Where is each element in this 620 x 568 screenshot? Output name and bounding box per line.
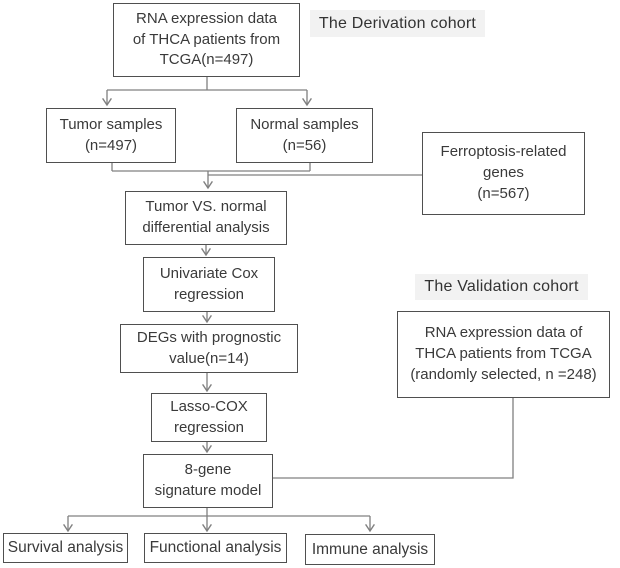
node-degs-prognostic: DEGs with prognostic value(n=14)	[120, 324, 298, 373]
validation-cohort-label: The Validation cohort	[415, 274, 588, 300]
derivation-cohort-label: The Derivation cohort	[310, 10, 485, 37]
node-univariate-cox: Univariate Cox regression	[143, 257, 275, 312]
node-rna-expression-validation: RNA expression data of THCA patients fro…	[397, 311, 610, 398]
node-lasso-cox: Lasso-COX regression	[151, 393, 267, 442]
node-functional-analysis: Functional analysis	[144, 533, 287, 563]
node-signature-model: 8-gene signature model	[143, 454, 273, 508]
node-ferroptosis-genes: Ferroptosis-related genes (n=567)	[422, 132, 585, 215]
node-tumor-samples: Tumor samples (n=497)	[46, 108, 176, 163]
node-rna-expression-derivation: RNA expression data of THCA patients fro…	[113, 3, 300, 77]
node-differential-analysis: Tumor VS. normal differential analysis	[125, 191, 287, 245]
node-survival-analysis: Survival analysis	[3, 533, 128, 563]
line-validation-elbow	[273, 398, 514, 479]
node-immune-analysis: Immune analysis	[305, 534, 435, 565]
node-normal-samples: Normal samples (n=56)	[236, 108, 373, 163]
